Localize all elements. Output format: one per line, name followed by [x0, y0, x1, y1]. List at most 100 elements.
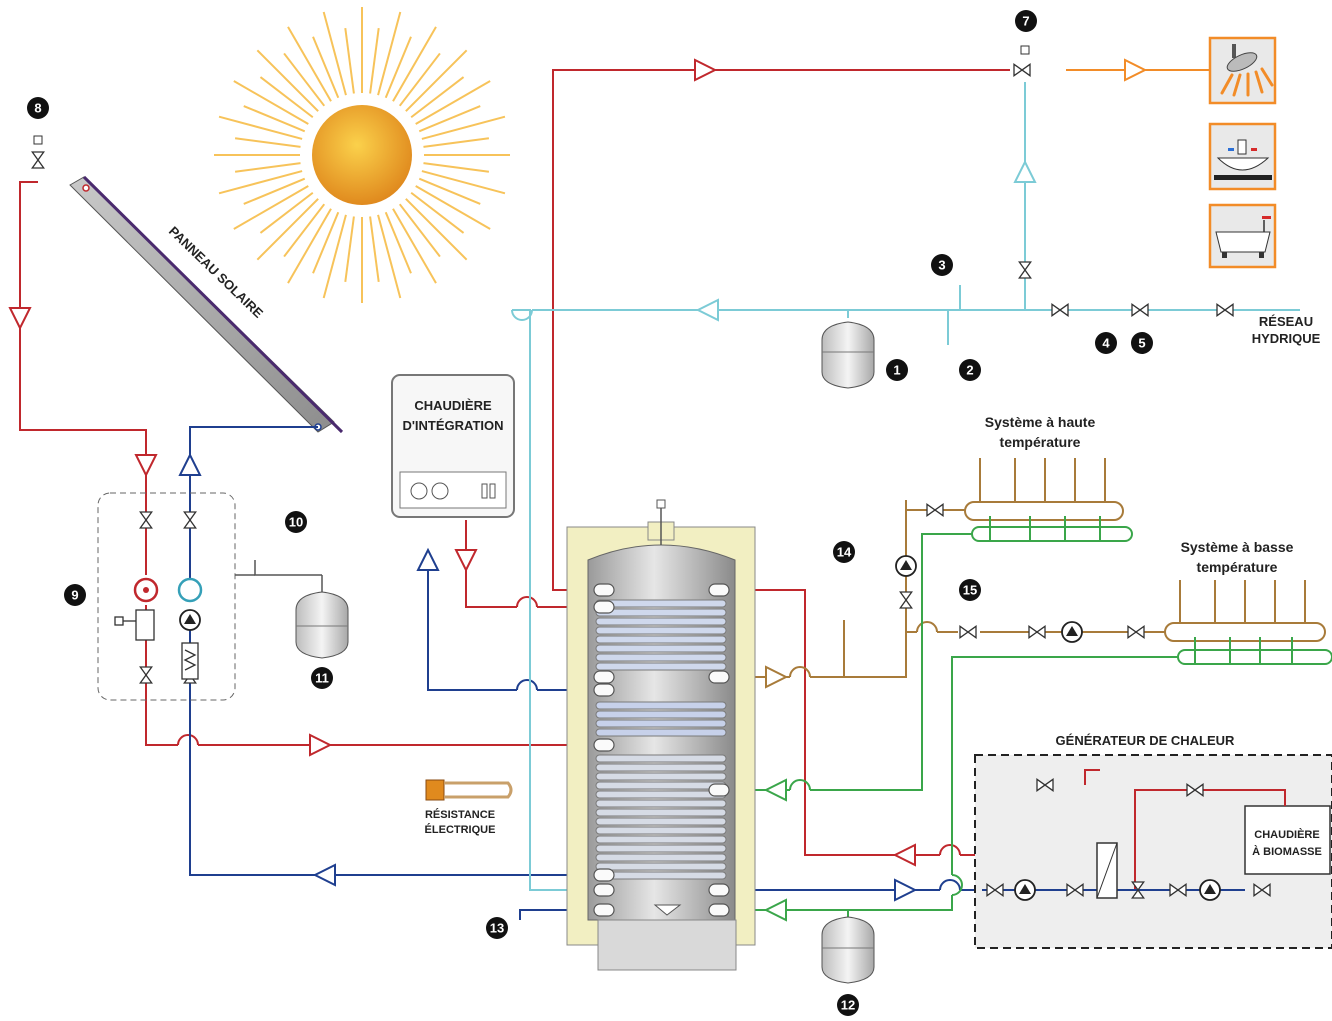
flow-arrow: [178, 452, 202, 476]
marker-12: 12: [837, 994, 859, 1016]
solar-hot-pipe: [19, 69, 1107, 856]
marker-11: 11: [311, 667, 333, 689]
pump-icon: [895, 555, 917, 577]
storage-tank: [566, 499, 756, 971]
flow-arrow: [454, 549, 478, 573]
expansion-vessel-11: [235, 560, 349, 659]
valve-icon: [899, 591, 913, 609]
marker-13: 13: [486, 917, 508, 939]
valve-icon: [1018, 261, 1032, 279]
svg-text:11: 11: [315, 671, 329, 686]
valve-icon: [1013, 63, 1031, 77]
electric-label-line2: ÉLECTRIQUE: [425, 823, 496, 836]
integration-boiler: CHAUDIÈRE D'INTÉGRATION: [391, 374, 515, 518]
marker-15: 15: [959, 579, 981, 601]
heating-element-icon: RÉSISTANCE ÉLECTRIQUE: [425, 779, 513, 836]
valve-icon: [959, 625, 977, 639]
heat-generator-label: GÉNÉRATEUR DE CHALEUR: [1056, 733, 1235, 748]
pump-icon: [1014, 879, 1036, 901]
heat-generator-box: GÉNÉRATEUR DE CHALEUR CHAUDIÈRE À BIOMAS…: [974, 733, 1332, 949]
svg-text:8: 8: [34, 101, 41, 116]
solar-station-box: [97, 492, 236, 701]
electric-label-line1: RÉSISTANCE: [425, 808, 495, 821]
flow-arrow: [312, 863, 336, 887]
marker-8: 8: [27, 97, 49, 119]
valve-icon: [1169, 883, 1187, 897]
valve-icon: [1028, 625, 1046, 639]
flow-arrow: [416, 547, 440, 571]
valve-icon: [1066, 883, 1084, 897]
low-temp-label-line1: Système à basse: [1181, 539, 1294, 555]
flow-arrow: [695, 298, 719, 322]
valve-icon: [33, 135, 43, 145]
marker-1: 1: [886, 359, 908, 381]
valve-icon: [183, 511, 197, 529]
svg-text:9: 9: [71, 588, 78, 603]
svg-text:2: 2: [966, 363, 973, 378]
svg-text:12: 12: [841, 998, 855, 1013]
flow-arrow: [894, 878, 918, 902]
svg-text:10: 10: [289, 515, 303, 530]
washbasin-icon: [1208, 122, 1277, 191]
pumps: [179, 555, 1221, 901]
marker-7: 7: [1015, 10, 1037, 32]
high-temp-label-line2: température: [1000, 434, 1081, 450]
valve-icon: [1036, 778, 1054, 792]
svg-text:5: 5: [1138, 336, 1145, 351]
valve-icon: [1253, 883, 1271, 897]
flow-arrow: [134, 454, 158, 478]
valves: [31, 45, 1271, 899]
expansion-vessel-12: [821, 916, 875, 984]
valve-icon: [1051, 303, 1069, 317]
network-label-line1: RÉSEAU: [1259, 314, 1313, 329]
flow-arrow: [309, 733, 333, 757]
heating-return-pipe: [732, 516, 1332, 918]
valve-icon: [1127, 625, 1145, 639]
svg-text:3: 3: [938, 258, 945, 273]
bathtub-icon: [1208, 203, 1277, 269]
expansion-vessel-1: [821, 321, 875, 389]
svg-text:7: 7: [1022, 14, 1029, 29]
valve-icon: [1216, 303, 1234, 317]
flow-arrows: [8, 58, 1148, 922]
marker-2: 2: [959, 359, 981, 381]
valve-icon: [139, 511, 153, 529]
valve-icon: [31, 151, 45, 169]
low-temp-label-line2: température: [1197, 559, 1278, 575]
biomass-label-line2: À BIOMASSE: [1252, 845, 1322, 858]
marker-5: 5: [1131, 332, 1153, 354]
valve-icon: [1131, 881, 1145, 899]
marker-10: 10: [285, 511, 307, 533]
marker-9: 9: [64, 584, 86, 606]
marker-4: 4: [1095, 332, 1117, 354]
pump-icon: [1061, 621, 1083, 643]
flow-arrow: [763, 898, 787, 922]
svg-text:1: 1: [893, 363, 900, 378]
svg-text:14: 14: [837, 545, 852, 560]
valve-icon: [139, 666, 153, 684]
flow-arrow: [1124, 58, 1148, 82]
radiator-risers: [979, 458, 1306, 623]
svg-text:13: 13: [490, 921, 504, 936]
svg-text:4: 4: [1102, 336, 1110, 351]
flow-arrow: [765, 665, 789, 689]
valve-icon: [1186, 783, 1204, 797]
flow-arrow: [694, 58, 718, 82]
flow-arrow: [8, 307, 32, 331]
marker-3: 3: [931, 254, 953, 276]
valve-icon: [1020, 45, 1030, 55]
flow-arrow: [892, 843, 916, 867]
shower-icon: [1208, 36, 1277, 105]
flow-arrow: [1013, 159, 1037, 183]
marker-14: 14: [833, 541, 855, 563]
solar-station-components: [114, 577, 203, 680]
biomass-label-line1: CHAUDIÈRE: [1254, 828, 1319, 841]
network-label-line2: HYDRIQUE: [1252, 331, 1321, 346]
flow-arrow: [763, 778, 787, 802]
valve-icon: [1131, 303, 1149, 317]
valve-icon: [986, 883, 1004, 897]
valve-icon: [926, 503, 944, 517]
pump-icon: [1199, 879, 1221, 901]
